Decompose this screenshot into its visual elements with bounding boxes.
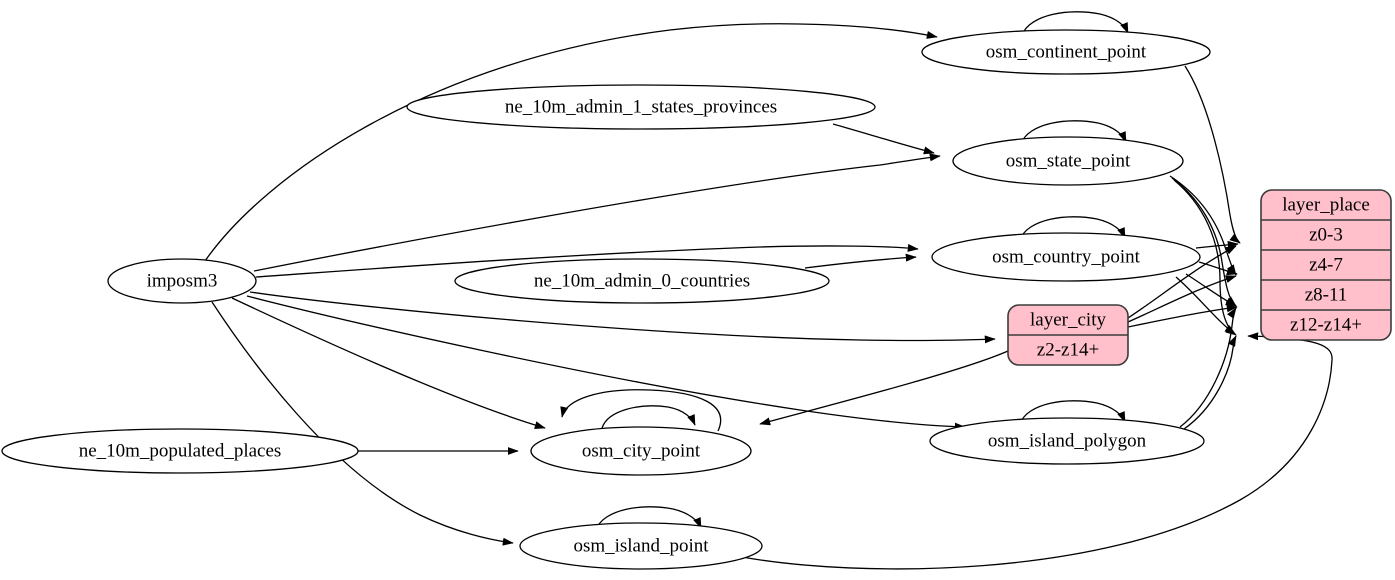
node-osm_continent_point[interactable]: osm_continent_point xyxy=(921,29,1211,75)
record-row-layer_city-0[interactable]: z2-z14+ xyxy=(1037,339,1099,360)
record-title-layer_place: layer_place xyxy=(1282,194,1370,215)
record-row-layer_place-2[interactable]: z8-11 xyxy=(1305,284,1348,305)
record-row-layer_place-1[interactable]: z4-7 xyxy=(1309,254,1343,275)
record-title-layer_city: layer_city xyxy=(1030,309,1106,330)
node-label-osm_island_polygon: osm_island_polygon xyxy=(988,430,1147,451)
node-label-ne_10m_admin_0_countries: ne_10m_admin_0_countries xyxy=(534,270,750,291)
edge-imposm3-to-osm_island_polygon xyxy=(246,295,966,431)
edge-imposm3-to-osm_city_point xyxy=(231,297,546,429)
selfloop-osm_state_point xyxy=(1020,120,1127,145)
edge-osm_state_point-to-layer_place-z12_z14 xyxy=(1173,179,1237,336)
edges-layer xyxy=(204,11,1333,570)
nodes-layer: imposm3 ne_10m_populated_places ne_10m_a… xyxy=(1,29,1211,570)
edge-osm_island_polygon-to-layer_place-z12_z14 xyxy=(1183,335,1237,430)
edge-osm_state_point-to-layer_place-z8_11 xyxy=(1171,177,1237,307)
selfloop-osm_continent_point xyxy=(1021,11,1129,36)
node-label-osm_island_point: osm_island_point xyxy=(573,535,709,556)
selfloop-osm_country_point xyxy=(1019,216,1126,241)
edge-osm_state_point-to-layer_place-z4_7 xyxy=(1169,175,1237,276)
node-label-osm_state_point: osm_state_point xyxy=(1006,150,1131,171)
edge-imposm3-to-layer_city xyxy=(249,291,996,344)
edge-ne0countries-to-osm_country_point xyxy=(804,253,917,269)
edge-imposm3-to-osm_island_point xyxy=(211,301,514,546)
record-row-layer_place-0[interactable]: z0-3 xyxy=(1309,224,1343,245)
edge-layer_city-to-osm_city_point xyxy=(759,350,1009,426)
edge-imposm3-to-osm_country_point xyxy=(255,243,919,278)
node-ne_10m_admin_1_states_provinces[interactable]: ne_10m_admin_1_states_provinces xyxy=(406,84,876,130)
node-label-osm_continent_point: osm_continent_point xyxy=(986,41,1147,62)
selfloop-osm_island_polygon xyxy=(1019,400,1126,425)
record-row-layer_place-3[interactable]: z12-z14+ xyxy=(1290,314,1362,335)
edge-osm_country_point-to-layer_place-z0_3 xyxy=(1195,240,1239,249)
edge-osm_country_point-to-layer_place-z4_7 xyxy=(1198,261,1238,276)
edge-imposm3-to-osm_state_point xyxy=(253,153,941,272)
record-layer_city[interactable]: layer_city z2-z14+ xyxy=(1007,304,1129,366)
node-label-osm_country_point: osm_country_point xyxy=(992,246,1140,267)
node-osm_island_point[interactable]: osm_island_point xyxy=(519,522,763,570)
edge-osm_country_point-to-layer_place-z8_11 xyxy=(1185,273,1237,307)
edge-layer_city-to-layer_place-z0_3 xyxy=(1127,245,1237,319)
edge-imposm3-to-osm_continent_point xyxy=(204,23,938,262)
node-osm_island_polygon[interactable]: osm_island_polygon xyxy=(929,417,1205,465)
node-imposm3[interactable]: imposm3 xyxy=(107,258,257,304)
node-label-osm_city_point: osm_city_point xyxy=(582,440,701,461)
edge-layer_city-to-layer_place-z4_7 xyxy=(1127,275,1237,323)
node-label-ne_10m_admin_1_states_provinces: ne_10m_admin_1_states_provinces xyxy=(505,96,777,117)
selfloop-osm_city_point-inner xyxy=(601,405,696,429)
edge-layer_city-to-layer_place-z8_11 xyxy=(1127,304,1238,328)
selfloop-osm_city_point-outer xyxy=(560,389,722,432)
node-osm_state_point[interactable]: osm_state_point xyxy=(952,136,1184,186)
node-osm_city_point[interactable]: osm_city_point xyxy=(530,426,752,476)
record-layer_place[interactable]: layer_place z0-3 z4-7 z8-11 z12-z14+ xyxy=(1260,189,1392,341)
edge-osm_continent_point-to-layer_place-z0_3 xyxy=(1184,65,1241,244)
edge-ne1states-to-osm_state_point xyxy=(832,123,935,155)
selfloop-osm_island_point xyxy=(595,506,702,531)
node-ne_10m_admin_0_countries[interactable]: ne_10m_admin_0_countries xyxy=(454,258,830,304)
node-label-ne_10m_populated_places: ne_10m_populated_places xyxy=(79,440,282,461)
edge-osm_island_point-to-layer_place-z12_z14 xyxy=(741,332,1333,570)
node-osm_country_point[interactable]: osm_country_point xyxy=(931,232,1201,282)
node-ne_10m_populated_places[interactable]: ne_10m_populated_places xyxy=(1,428,359,474)
edge-osm_island_polygon-to-layer_place-z8_11 xyxy=(1179,307,1237,428)
edge-osm_country_point-to-layer_place-z12_z14 xyxy=(1175,276,1236,335)
node-label-imposm3: imposm3 xyxy=(147,270,218,291)
